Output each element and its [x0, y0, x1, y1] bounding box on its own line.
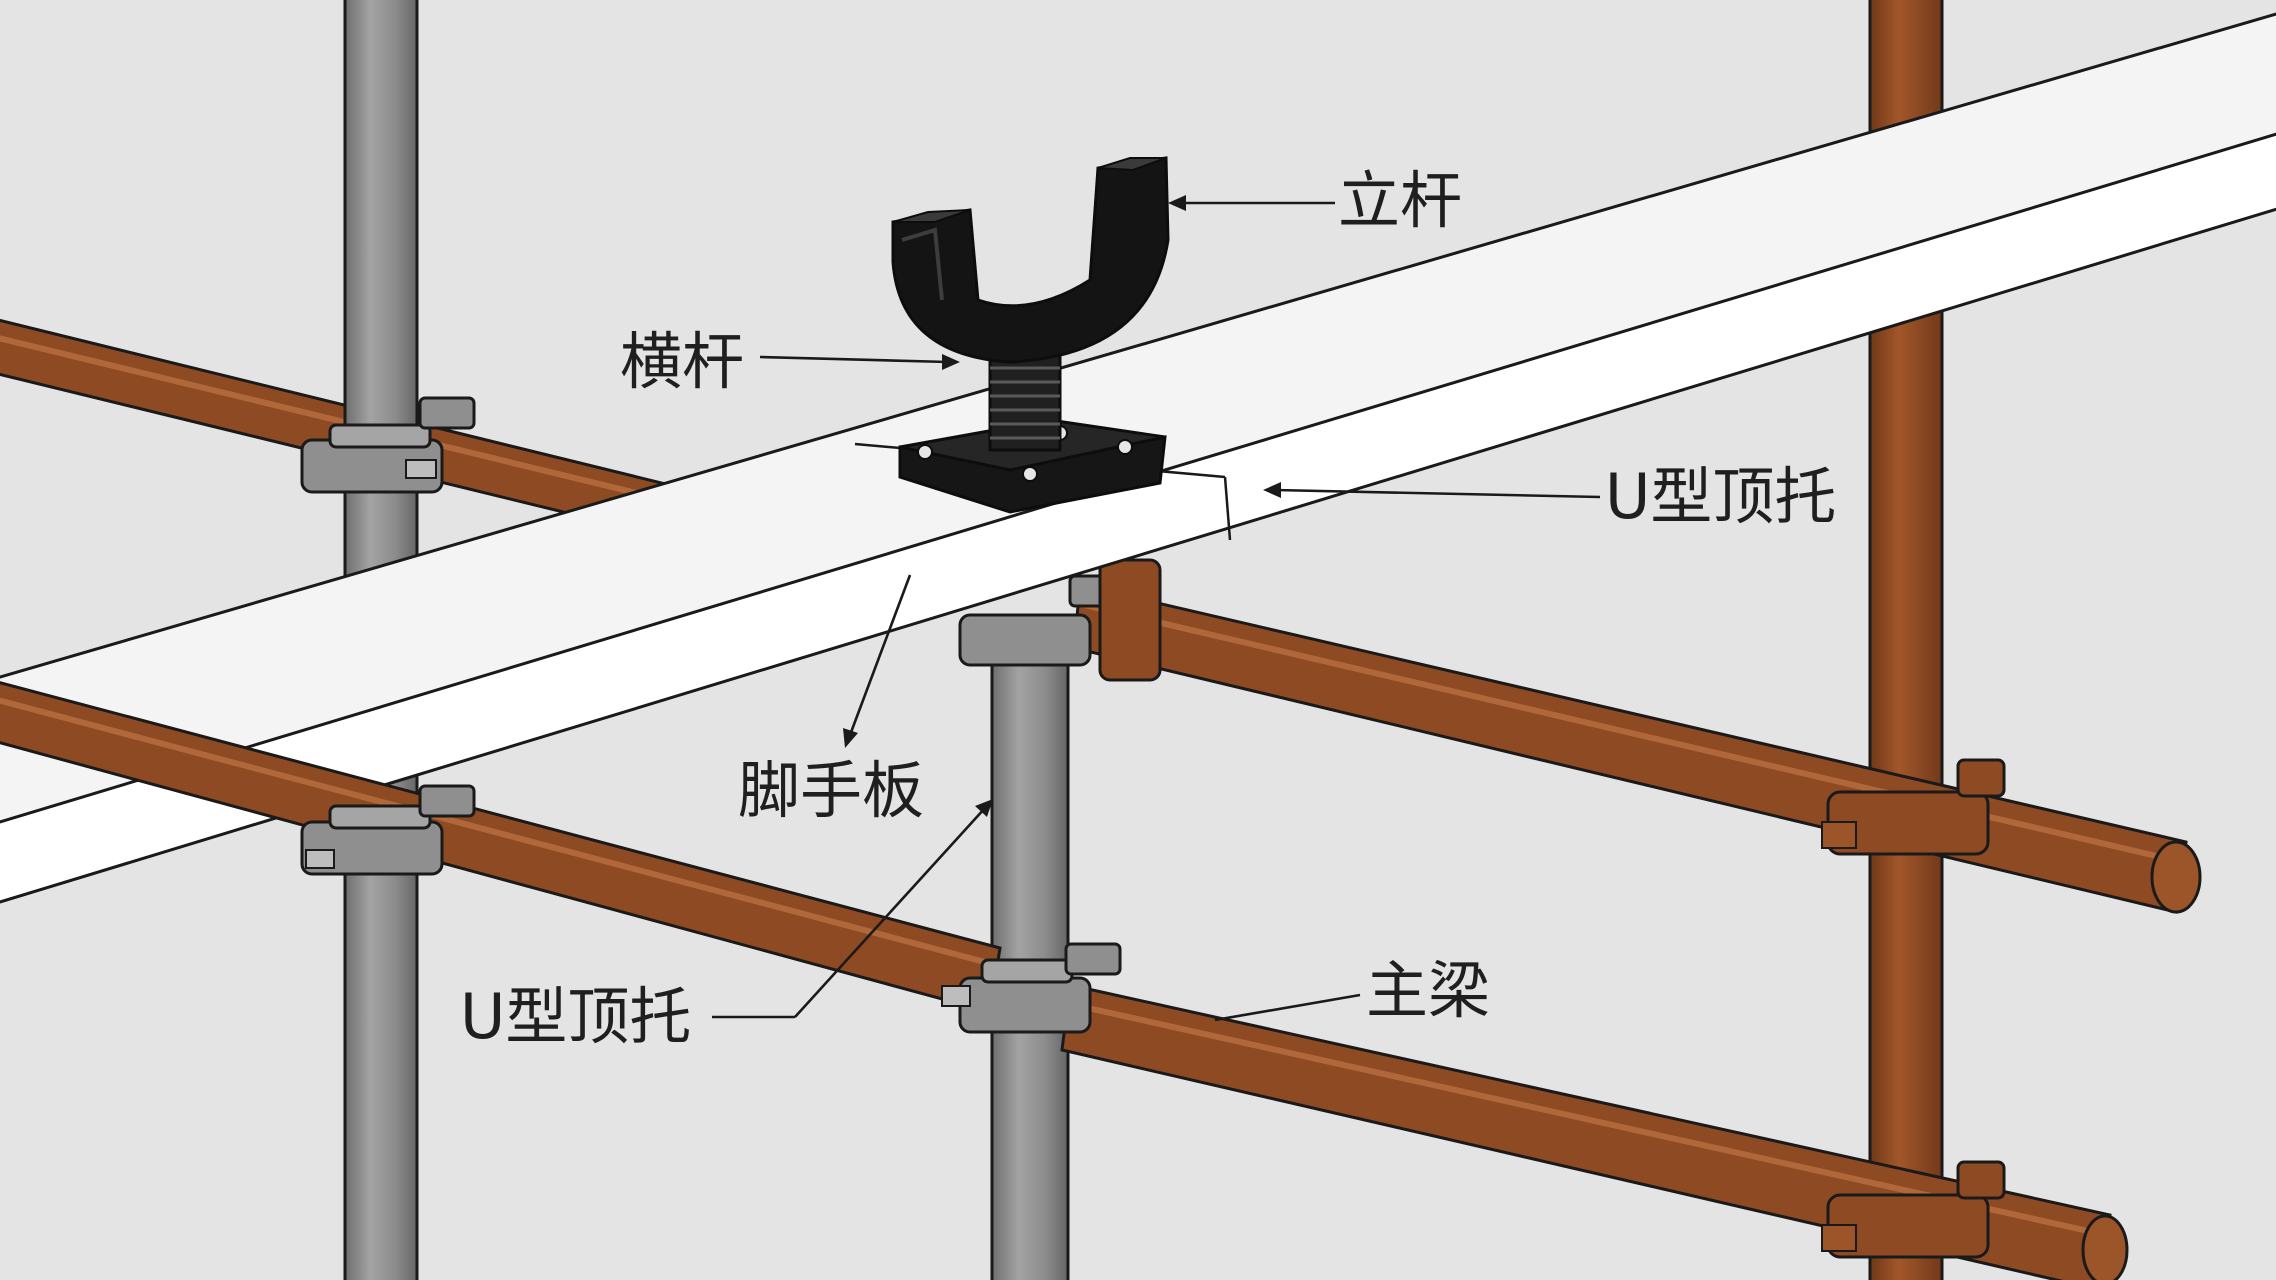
leader-u-support-right [1263, 482, 1601, 499]
clamp-middle-lower [941, 942, 1122, 1034]
label-u-top-support-left: U型顶托 [460, 980, 691, 1053]
steel-upright-middle [990, 618, 1070, 1280]
label-u-top-support-right: U型顶托 [1605, 460, 1836, 533]
u-top-support [891, 156, 1170, 514]
leader-u-support-left [712, 799, 993, 1019]
leader-scaffold-board [843, 574, 912, 748]
label-crossbar: 横杆 [620, 325, 744, 398]
clamp-right-lower [1821, 1160, 2006, 1259]
leader-upright [1168, 195, 1335, 211]
label-scaffold-board: 脚手板 [738, 754, 924, 827]
label-main-beam: 主梁 [1366, 954, 1490, 1027]
leader-crossbar [759, 354, 960, 370]
clamp-middle-top [958, 558, 1162, 682]
clamp-lower-left [300, 784, 476, 876]
label-upright: 立杆 [1338, 164, 1462, 237]
leader-main-beam [1214, 993, 1361, 1022]
screw-thread [988, 353, 1062, 452]
clamp-right-middle [1821, 758, 2006, 856]
clamp-upper-left [300, 396, 476, 494]
